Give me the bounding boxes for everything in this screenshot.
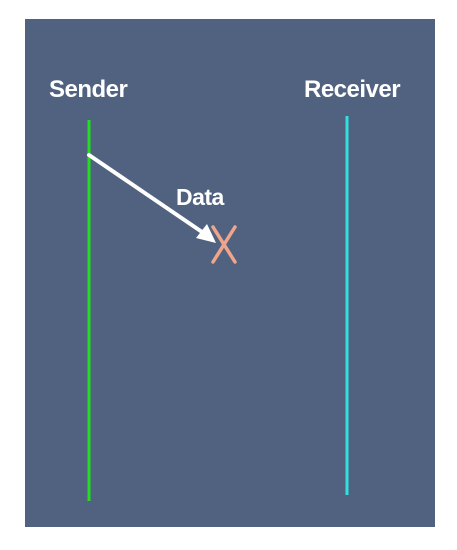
diagram-panel: Sender Receiver Data	[25, 19, 435, 527]
lost-message-x-icon	[211, 225, 237, 264]
data-arrow	[87, 153, 207, 236]
data-arrow-head	[196, 224, 216, 243]
sequence-diagram	[87, 116, 349, 501]
data-label: Data	[176, 184, 224, 210]
receiver-label: Receiver	[304, 76, 401, 103]
sender-label: Sender	[49, 76, 128, 103]
